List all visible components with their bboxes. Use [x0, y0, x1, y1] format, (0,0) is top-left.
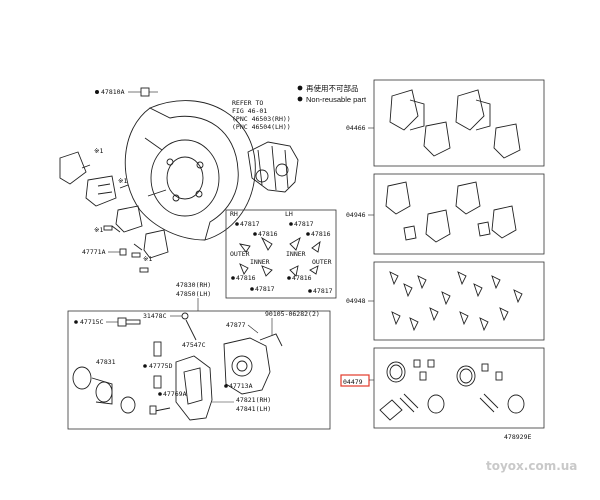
part-47877: 47877: [226, 321, 259, 334]
caliper-body: [223, 333, 283, 395]
part-31478C: 31478C: [143, 312, 189, 320]
label-90105: 90105-06282(2): [265, 310, 320, 318]
non-reusable-dot-icon: [297, 96, 303, 102]
label-47769A: 47769A: [163, 390, 187, 398]
label-47713A: 47713A: [229, 382, 253, 390]
label-47831: 47831: [96, 358, 116, 366]
refer-line-2: FIG 46-01: [232, 107, 267, 115]
label-47816c: 47816: [236, 274, 256, 282]
label-47816b: 47816: [311, 230, 331, 238]
label-04948: 04948: [346, 297, 366, 305]
label-47850: 47850(LH): [176, 290, 211, 298]
non-reusable-dot-icon: [297, 85, 303, 91]
part-47713A: 47713A: [224, 382, 253, 390]
label-47817a: 47817: [240, 220, 260, 228]
legend-notes: 再使用不可部品 Non-reusable part: [297, 83, 367, 104]
kit-04948: 04948: [346, 261, 545, 341]
caliper-assembly-view: [247, 141, 299, 193]
label-47877: 47877: [226, 321, 246, 329]
label-47547C: 47547C: [182, 341, 206, 349]
refer-line-1: REFER TO: [232, 99, 263, 107]
caliper-label: 47830(RH) 47850(LH): [176, 281, 211, 311]
refer-line-3: (PNC 46503(RH)): [232, 115, 291, 123]
highlight-04479-frame: [340, 374, 370, 387]
label-47816d: 47816: [292, 274, 312, 282]
shim-kit-box: [225, 209, 337, 299]
caliper-box: [67, 310, 331, 430]
watermark: toyox.com.ua: [486, 459, 577, 473]
label-47715C: 47715C: [80, 318, 104, 326]
part-47769A: 47769A: [149, 390, 187, 415]
part-47771A: 47771A: [82, 248, 127, 256]
part-47810A: 47810A: [95, 87, 158, 97]
label-outer-2: OUTER: [312, 258, 332, 266]
part-47547C: 47547C: [182, 319, 206, 349]
refer-line-4: (PNC 46504(LH)): [232, 123, 291, 131]
part-47715C: 47715C: [74, 317, 141, 327]
shim-kit: RH LH 47817 47817 47816 47816 OUTER INNE…: [230, 210, 333, 295]
label-47771A: 47771A: [82, 248, 106, 256]
label-04946: 04946: [346, 211, 366, 219]
dust-shield: [124, 100, 256, 241]
note-jp: 再使用不可部品: [306, 83, 359, 93]
label-47841: 47841(LH): [236, 405, 271, 413]
label-47830: 47830(RH): [176, 281, 211, 289]
label-31478C: 31478C: [143, 312, 167, 320]
drawing-number: 478929E: [504, 433, 531, 441]
label-x1d: ※1: [143, 255, 152, 263]
label-inner-1: INNER: [250, 258, 270, 266]
part-47821: 47821(RH) 47841(LH): [212, 396, 271, 413]
label-x1c: ※1: [94, 226, 103, 234]
label-47810A: 47810A: [101, 88, 125, 96]
kit-04479: 04479: [340, 347, 545, 429]
label-outer-1: OUTER: [230, 250, 250, 258]
label-47817d: 47817: [313, 287, 333, 295]
label-47775D: 47775D: [149, 362, 173, 370]
kit-04946: 04946: [346, 173, 545, 255]
label-rh: RH: [230, 210, 238, 218]
label-inner-2: INNER: [286, 250, 306, 258]
kit-04466: 04466: [346, 79, 545, 167]
label-04466: 04466: [346, 124, 366, 132]
caliper-mount: [175, 355, 213, 421]
label-x1a: ※1: [94, 147, 103, 155]
label-47817b: 47817: [294, 220, 314, 228]
label-x1b: ※1: [118, 177, 127, 185]
part-90105: 90105-06282(2): [265, 310, 320, 335]
label-47817c: 47817: [255, 285, 275, 293]
part-47831: 47831: [72, 358, 136, 414]
label-lh: LH: [285, 210, 293, 218]
part-47775D: 47775D: [143, 341, 173, 389]
label-04479: 04479: [343, 378, 363, 386]
label-47816a: 47816: [258, 230, 278, 238]
label-47821: 47821(RH): [236, 396, 271, 404]
left-pad-set: ※1 ※1 ※1 ※1: [59, 147, 169, 273]
refer-note: REFER TO FIG 46-01 (PNC 46503(RH)) (PNC …: [232, 99, 291, 131]
note-en: Non-reusable part: [306, 95, 367, 104]
